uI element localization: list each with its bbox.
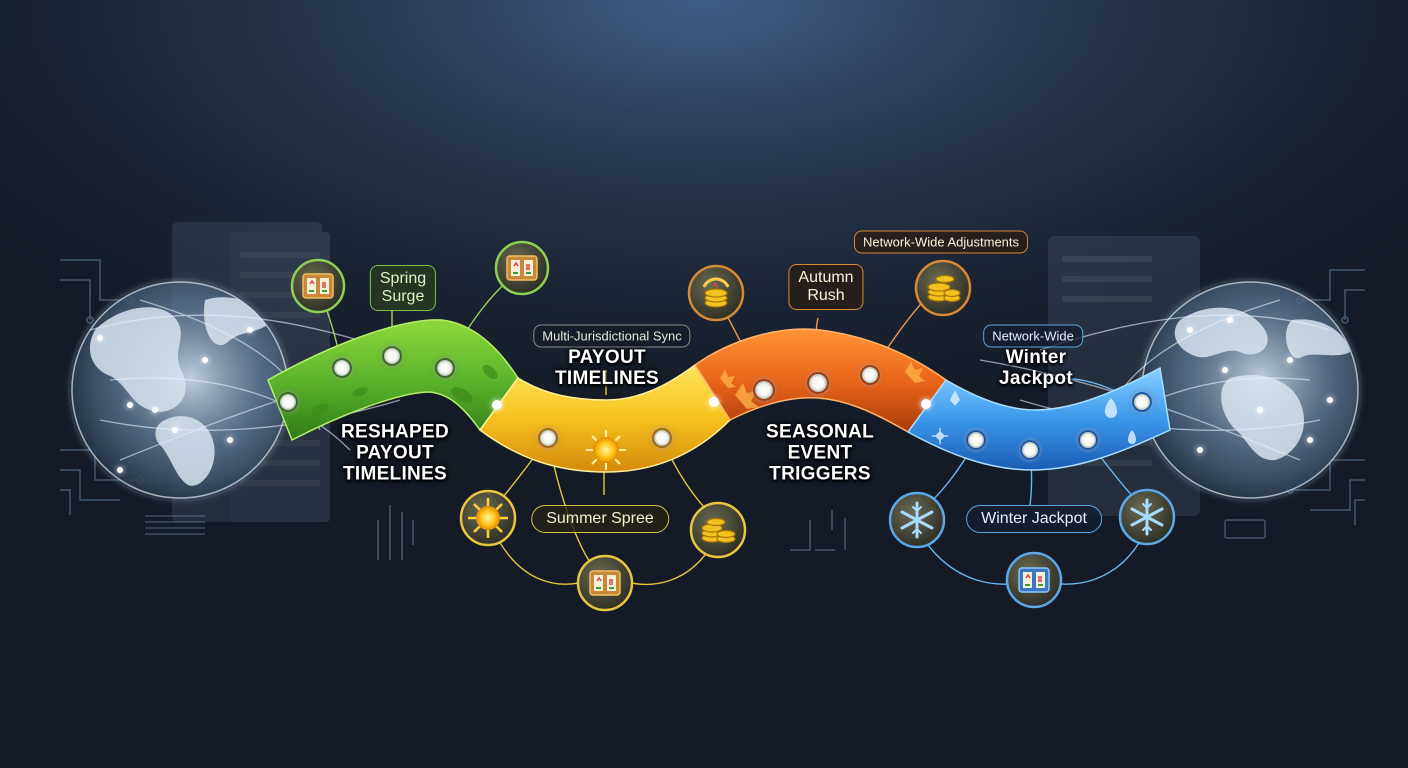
snowflake-icon xyxy=(888,491,946,549)
slot-icon xyxy=(290,258,346,314)
node xyxy=(278,392,298,412)
globe-left xyxy=(68,278,292,502)
node xyxy=(807,372,829,394)
coins-icon xyxy=(689,501,747,559)
slot-icon xyxy=(576,554,634,612)
node xyxy=(538,428,558,448)
coins-icon xyxy=(914,259,972,317)
node xyxy=(709,397,719,407)
node xyxy=(1132,392,1152,412)
slot-icon xyxy=(1005,551,1063,609)
coins-icon xyxy=(687,264,745,322)
node xyxy=(1020,440,1040,460)
globe-right xyxy=(1138,278,1362,502)
node xyxy=(1078,430,1098,450)
node xyxy=(382,346,402,366)
leaf-icons xyxy=(310,364,498,417)
slot-icon xyxy=(494,240,550,296)
node xyxy=(332,358,352,378)
node xyxy=(652,428,672,448)
sun-icon xyxy=(459,489,517,547)
ribbon-sun-icon xyxy=(586,430,626,470)
node xyxy=(753,379,775,401)
ice-drop-icons xyxy=(932,390,1136,444)
snowflake-icon xyxy=(1118,488,1176,546)
node xyxy=(860,365,880,385)
node xyxy=(966,430,986,450)
node xyxy=(435,358,455,378)
node xyxy=(492,400,502,410)
small-traces xyxy=(377,505,846,560)
autumn-leaf-icons xyxy=(720,362,925,409)
node xyxy=(921,399,931,409)
network-nodes xyxy=(97,317,1333,473)
ribbon-nodes xyxy=(278,346,1152,460)
dot-grid xyxy=(145,515,205,535)
